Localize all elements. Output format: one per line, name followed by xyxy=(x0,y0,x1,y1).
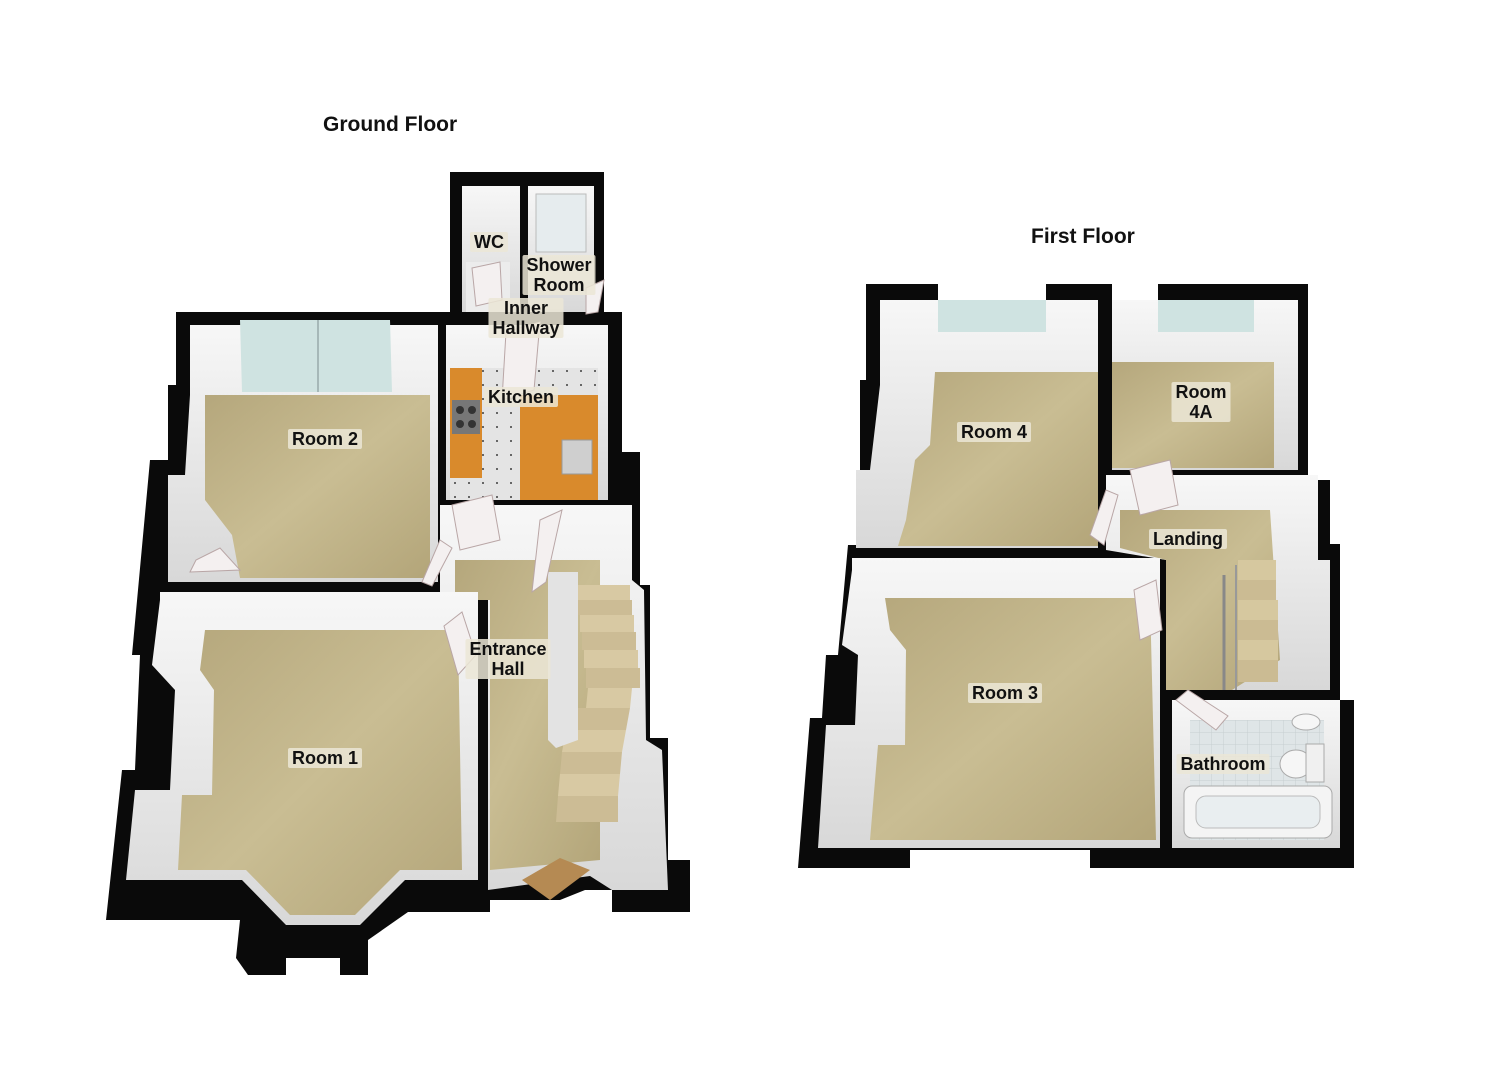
room-2-label: Room 2 xyxy=(287,429,363,449)
sink xyxy=(561,439,593,475)
first-floor-doors xyxy=(1089,459,1229,731)
front-door-mat xyxy=(522,858,590,900)
bathroom-label: Bathroom xyxy=(1176,754,1270,774)
basin xyxy=(1291,713,1321,731)
landing-label: Landing xyxy=(1149,529,1227,549)
room-1-floor xyxy=(178,630,462,915)
room-3-label: Room 3 xyxy=(967,683,1043,703)
wc-label: WC xyxy=(470,232,508,252)
first-floor-title: First Floor xyxy=(1031,225,1135,248)
shower-tray xyxy=(535,193,587,253)
room-4a-label: Room 4A xyxy=(1171,382,1231,422)
room-2-window xyxy=(240,320,392,392)
room-1-label: Room 1 xyxy=(287,748,363,768)
room-4-floor xyxy=(898,372,1098,546)
entrance-hall-label: Entrance Hall xyxy=(465,639,551,679)
hob xyxy=(452,400,480,434)
ground-floor-title: Ground Floor xyxy=(323,113,458,136)
ground-doors xyxy=(189,261,605,677)
room-4a-window xyxy=(1158,300,1254,332)
first-floor-plan xyxy=(798,284,1354,868)
ground-floor-plan xyxy=(106,172,690,975)
room-4-window xyxy=(938,300,1046,332)
ground-stairs xyxy=(548,572,640,822)
first-floor-stairs xyxy=(1222,560,1278,690)
room-2-floor xyxy=(205,395,430,578)
room-3-floor xyxy=(870,598,1156,840)
shower-room-label: Shower Room xyxy=(522,255,596,295)
kitchen-label: Kitchen xyxy=(483,387,559,407)
room-4-label: Room 4 xyxy=(956,422,1032,442)
inner-hallway-label: Inner Hallway xyxy=(488,298,564,338)
